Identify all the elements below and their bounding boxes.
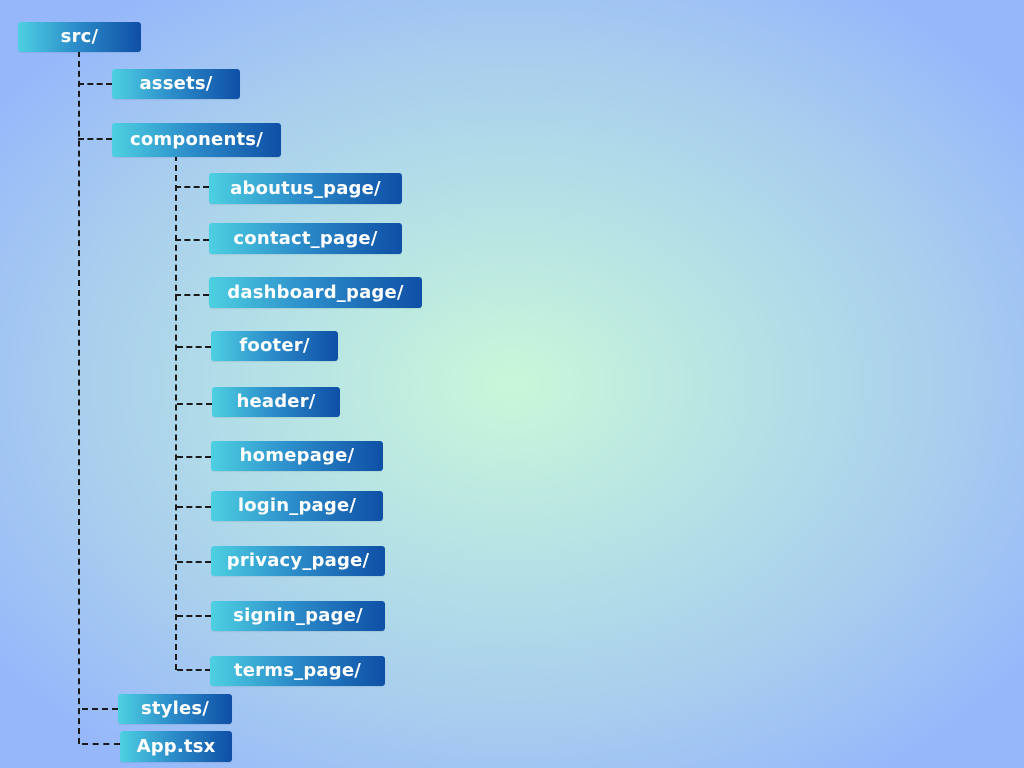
connector-dashboard-page — [175, 294, 209, 296]
connector-app-tsx — [82, 743, 120, 745]
folder-node-footer: footer/ — [211, 331, 338, 361]
folder-node-aboutus-page: aboutus_page/ — [209, 173, 402, 204]
components-connector-trunk — [175, 155, 177, 670]
connector-login-page — [177, 506, 211, 508]
folder-node-contact-page: contact_page/ — [209, 223, 402, 254]
folder-node-privacy-page: privacy_page/ — [211, 546, 385, 576]
connector-components — [78, 138, 112, 140]
connector-styles — [82, 708, 118, 710]
connector-privacy-page — [177, 561, 211, 563]
folder-node-styles: styles/ — [118, 694, 232, 724]
file-node-app-tsx: App.tsx — [120, 731, 232, 762]
connector-homepage — [177, 456, 211, 458]
root-connector-trunk — [78, 51, 80, 744]
folder-node-assets: assets/ — [112, 69, 240, 99]
connector-header — [177, 403, 212, 405]
connector-signin-page — [177, 615, 211, 617]
folder-node-terms-page: terms_page/ — [210, 656, 385, 686]
folder-node-components: components/ — [112, 123, 281, 157]
connector-aboutus-page — [175, 186, 209, 188]
connector-terms-page — [177, 669, 211, 671]
folder-node-login-page: login_page/ — [211, 491, 383, 521]
folder-node-homepage: homepage/ — [211, 441, 383, 471]
folder-node-dashboard-page: dashboard_page/ — [209, 277, 422, 308]
folder-node-header: header/ — [212, 387, 340, 417]
connector-footer — [177, 346, 211, 348]
connector-assets — [78, 83, 112, 85]
folder-node-src: src/ — [18, 22, 141, 52]
connector-contact-page — [175, 239, 209, 241]
folder-node-signin-page: signin_page/ — [211, 601, 385, 631]
